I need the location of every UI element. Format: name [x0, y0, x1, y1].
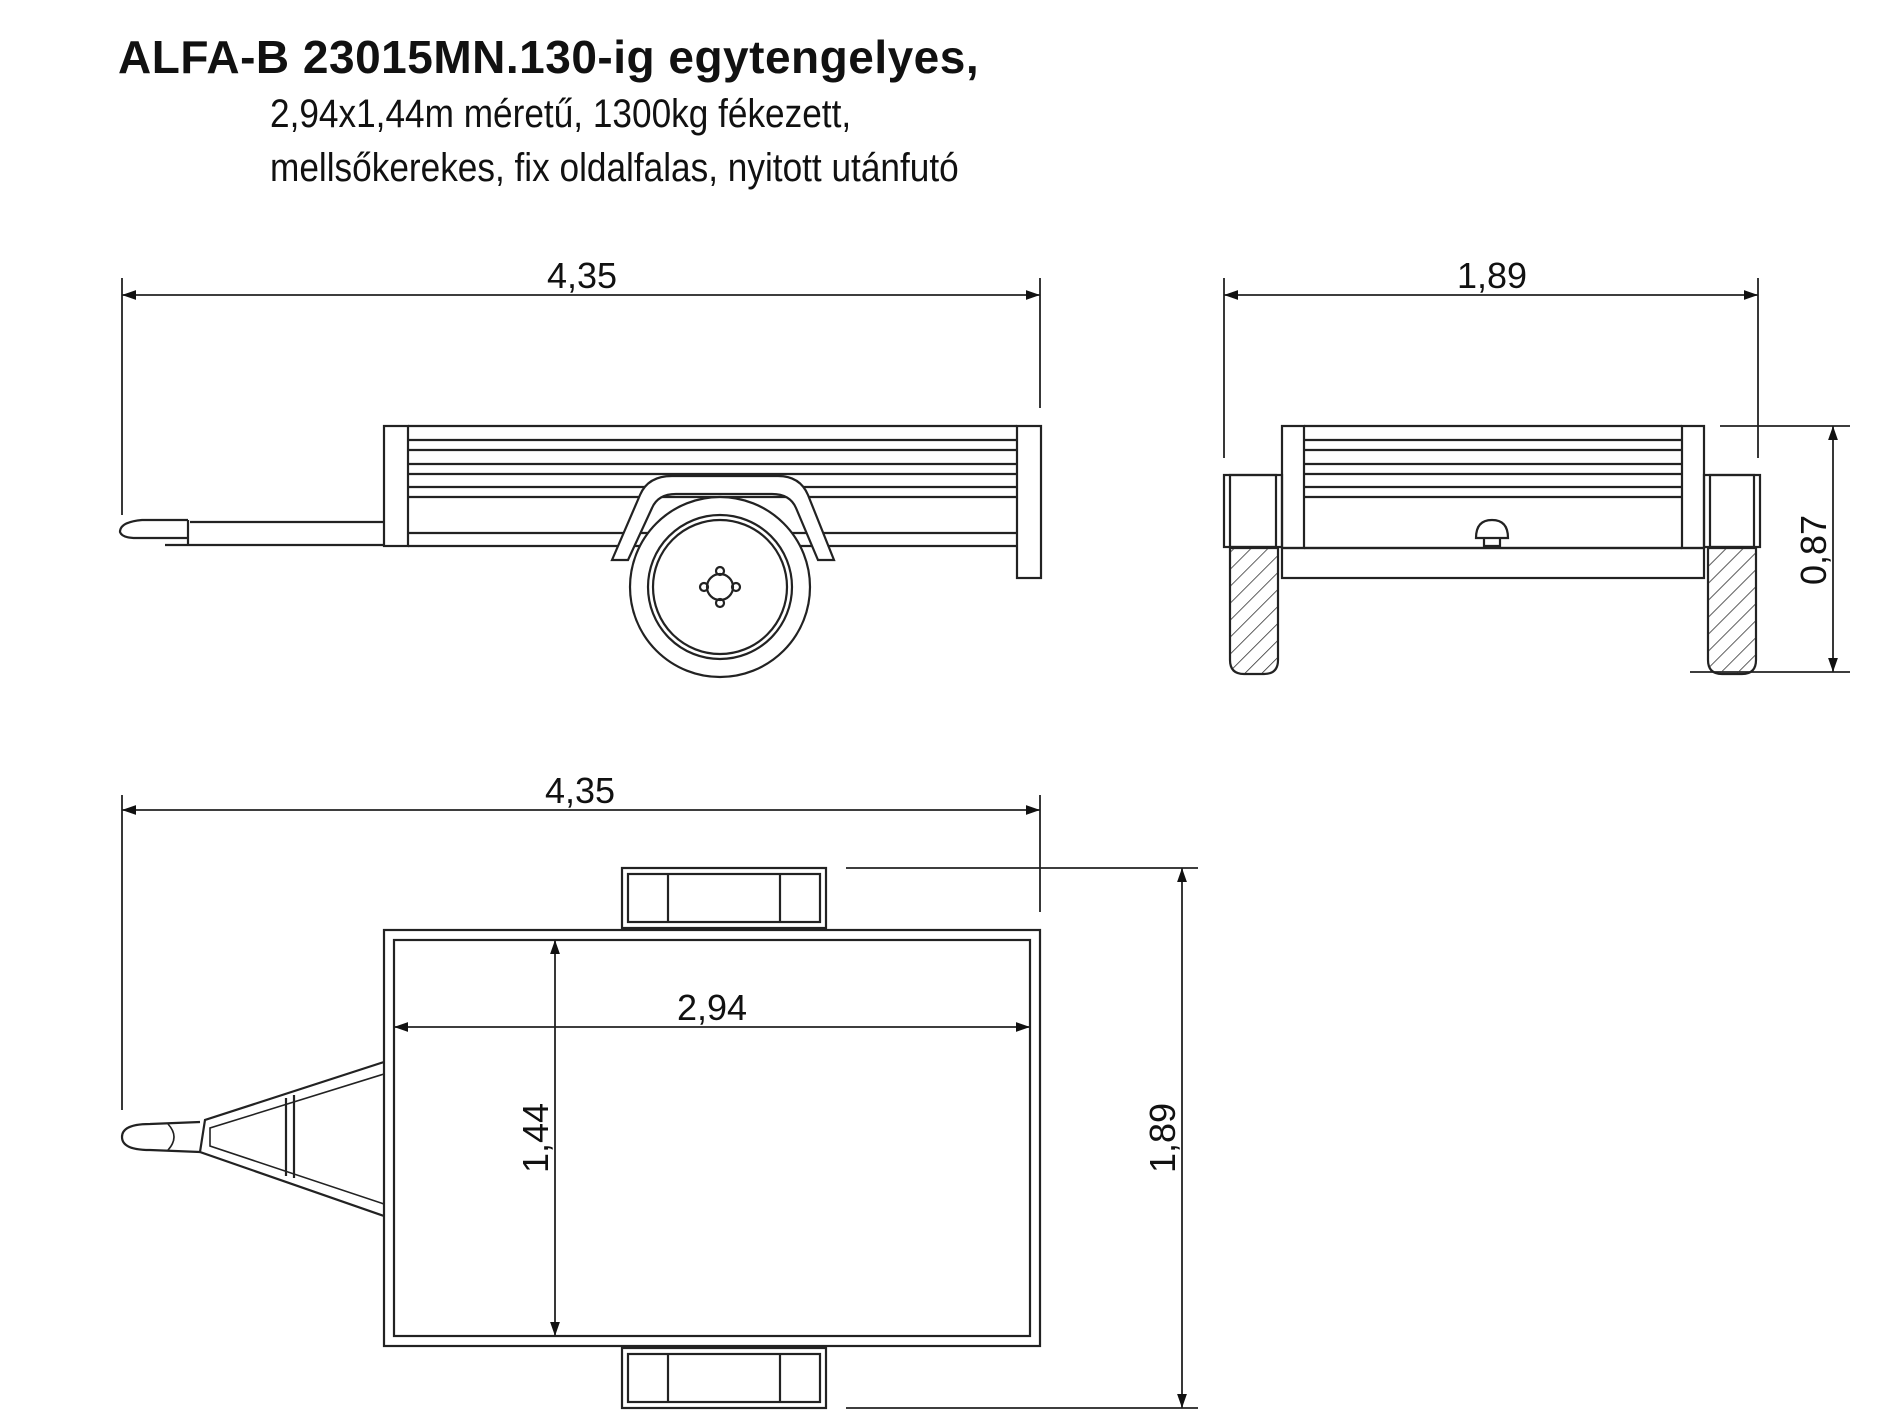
- top-width-dimension: 1,89: [846, 867, 1198, 1409]
- bed-length-label: 2,94: [677, 987, 747, 1028]
- drawing-subtitle-line2: mellsőkerekes, fix oldalfalas, nyitott u…: [270, 146, 959, 190]
- rear-width-label: 1,89: [1457, 255, 1527, 296]
- rear-panel: [1304, 424, 1682, 550]
- wheel: [628, 495, 812, 679]
- top-right-wheel: [620, 1346, 828, 1410]
- rear-right-tire: [1706, 546, 1758, 676]
- rear-view: 1,89 0,87: [1222, 255, 1850, 676]
- drawbar: [165, 520, 384, 547]
- rear-right-fender-inner: [1708, 473, 1756, 549]
- top-drawbar: [120, 1060, 385, 1218]
- bed-length-dimension: 2,94: [394, 987, 1030, 1032]
- top-view: 4,35: [120, 770, 1198, 1410]
- rear-body-left-post: [1280, 424, 1306, 550]
- top-length-dimension: 4,35: [121, 770, 1041, 1110]
- rear-left-tire: [1228, 546, 1280, 676]
- rear-hitch-knob: [1474, 518, 1510, 548]
- rear-axle-frame: [1280, 546, 1706, 580]
- side-length-dimension: 4,35: [121, 255, 1041, 515]
- fender: [610, 474, 836, 562]
- drawing-subtitle-line1: 2,94x1,44m méretű, 1300kg fékezett,: [270, 92, 852, 136]
- rear-body-right-post: [1680, 424, 1706, 550]
- rear-post: [1015, 424, 1043, 580]
- bed-width-dimension: 1,44: [515, 940, 560, 1336]
- top-bed-outer: [382, 928, 1042, 1348]
- top-bed-inner: [392, 938, 1032, 1338]
- top-coupling-head: [120, 1120, 201, 1154]
- rear-right-fender: [1702, 473, 1762, 549]
- top-left-wheel: [620, 866, 828, 930]
- coupling-head: [118, 518, 190, 545]
- side-length-label: 4,35: [547, 255, 617, 296]
- rear-left-fender: [1222, 473, 1284, 549]
- bed-width-label: 1,44: [515, 1103, 556, 1173]
- top-length-label: 4,35: [545, 770, 615, 811]
- rear-height-label: 0,87: [1793, 515, 1834, 585]
- rear-width-dimension: 1,89: [1223, 255, 1759, 458]
- drawing-title: ALFA-B 23015MN.130-ig egytengelyes,: [118, 31, 980, 83]
- front-post: [382, 424, 410, 548]
- side-view: 4,35: [118, 255, 1043, 679]
- rear-left-fender-inner: [1228, 473, 1278, 549]
- top-width-label: 1,89: [1142, 1103, 1183, 1173]
